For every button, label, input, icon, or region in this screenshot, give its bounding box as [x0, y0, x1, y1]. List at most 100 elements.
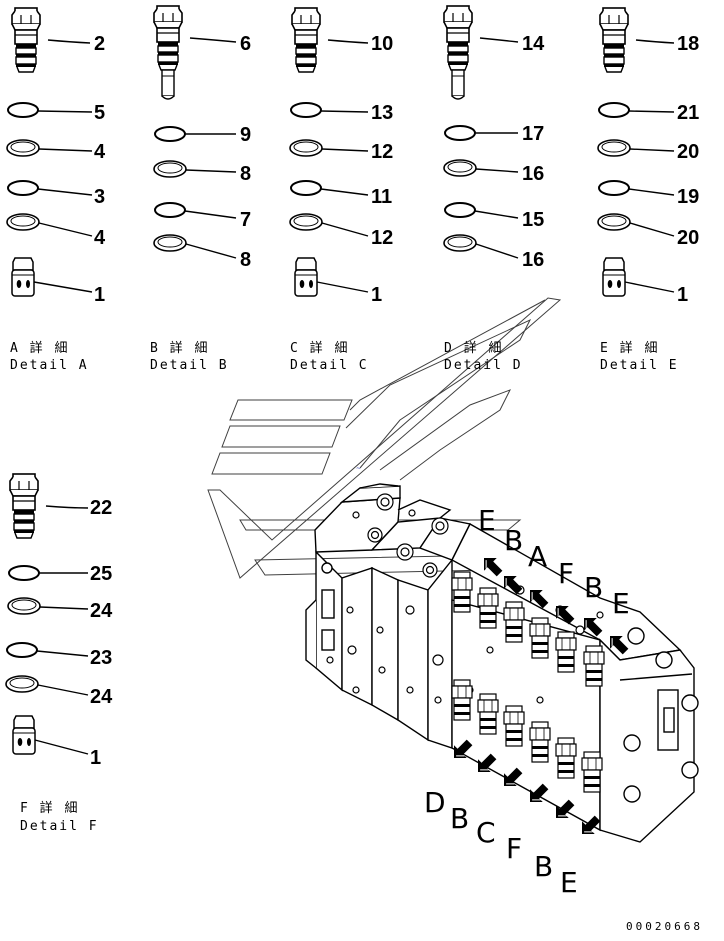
part-number: 6	[240, 33, 251, 55]
part-number: 21	[677, 102, 699, 124]
control-valve-assembly-icon	[305, 483, 699, 843]
part-number: 2	[94, 33, 105, 55]
part-number: 11	[371, 186, 392, 208]
top-arrow-labels: E B A F B E	[478, 504, 630, 620]
part-number: 1	[677, 284, 688, 306]
part-number: 15	[522, 209, 544, 231]
sleeve-1-icon	[12, 715, 36, 755]
backup-ring-20-icon	[597, 213, 631, 231]
part-number: 24	[90, 686, 113, 708]
o-ring-11-icon	[290, 180, 322, 196]
detail-caption-en: Detail F	[20, 819, 99, 834]
o-ring-9-icon	[154, 126, 186, 142]
bottom-arrow-labels: D B C F B E	[424, 786, 578, 899]
part-number: 5	[94, 102, 105, 124]
part-number: 13	[371, 102, 393, 124]
part-number: 16	[522, 249, 544, 271]
valve-cartridge-22-icon	[9, 473, 39, 539]
arrow-label: F	[558, 557, 574, 590]
part-number: 9	[240, 124, 251, 146]
valve-cartridge-10-icon	[291, 7, 321, 73]
part-number: 8	[240, 163, 251, 185]
o-ring-13-icon	[290, 102, 322, 118]
arrow-label: B	[534, 850, 553, 883]
part-number: 25	[90, 563, 112, 585]
o-ring-19-icon	[598, 180, 630, 196]
detail-caption-en: Detail E	[600, 358, 679, 373]
part-number: 24	[90, 600, 113, 622]
detail-c: 10 13 12 11 12 1 C 詳 細 Detail C	[289, 7, 393, 373]
part-number: 1	[90, 747, 101, 769]
detail-caption-jp: C 詳 細	[290, 340, 349, 356]
detail-caption-jp: B 詳 細	[150, 340, 209, 356]
detail-f: 22 25 24 23 24 1 F 詳 細 Detail F	[5, 473, 113, 834]
detail-a: 2 5 4 3 4 1 A 詳 細 Detail A	[6, 7, 106, 373]
sleeve-1-icon	[11, 257, 35, 297]
sleeve-1-icon	[602, 257, 626, 297]
backup-ring-16-icon	[443, 159, 477, 177]
detail-caption-en: Detail B	[150, 358, 229, 373]
part-number: 23	[90, 647, 112, 669]
part-number: 4	[94, 227, 106, 249]
valve-cartridge-2-icon	[11, 7, 41, 73]
backup-ring-16-icon	[443, 234, 477, 252]
arrow-label: B	[584, 571, 603, 604]
detail-caption-en: Detail D	[444, 358, 523, 373]
o-ring-7-icon	[154, 202, 186, 218]
backup-ring-20-icon	[597, 139, 631, 157]
detail-caption-en: Detail C	[290, 358, 369, 373]
backup-ring-24-icon	[7, 597, 41, 615]
detail-d: 14 17 16 15 16 D 詳 細 Detail D	[443, 6, 545, 373]
backup-ring-8-icon	[153, 160, 187, 178]
part-number: 14	[522, 33, 545, 55]
part-number: 16	[522, 163, 544, 185]
o-ring-15-icon	[444, 202, 476, 218]
backup-ring-24-icon	[5, 675, 39, 693]
o-ring-17-icon	[444, 125, 476, 141]
o-ring-23-icon	[6, 642, 38, 658]
part-number: 12	[371, 141, 393, 163]
detail-caption-en: Detail A	[10, 358, 89, 373]
arrow-label: E	[478, 504, 496, 537]
arrow-label: F	[506, 832, 522, 865]
part-number: 10	[371, 33, 393, 55]
valve-cartridge-6-icon	[154, 6, 182, 99]
detail-caption-jp: F 詳 細	[20, 800, 79, 816]
part-number: 7	[240, 209, 251, 231]
backup-ring-12-icon	[289, 139, 323, 157]
watermark-logo-icon	[207, 297, 562, 579]
backup-ring-4-icon	[6, 213, 40, 231]
detail-caption-jp: E 詳 細	[600, 340, 659, 356]
detail-b: 6 9 8 7 8 B 詳 細 Detail B	[150, 6, 251, 373]
part-number: 22	[90, 497, 112, 519]
port-holes	[326, 493, 604, 717]
detail-caption-jp: A 詳 細	[10, 340, 69, 356]
tiny-blue-mark: ~	[356, 465, 361, 472]
valve-cartridge-18-icon	[599, 7, 629, 73]
valve-cartridge-14-icon	[444, 6, 472, 99]
o-ring-21-icon	[598, 102, 630, 118]
arrow-label: C	[476, 816, 496, 849]
part-number: 3	[94, 186, 105, 208]
o-ring-5-icon	[7, 102, 39, 118]
sleeve-1-icon	[294, 257, 318, 297]
part-number: 12	[371, 227, 393, 249]
part-number: 17	[522, 123, 544, 145]
part-number: 18	[677, 33, 699, 55]
part-number: 1	[94, 284, 105, 306]
arrow-label: D	[424, 786, 446, 819]
arrow-label: B	[450, 802, 469, 835]
detail-e: 18 21 20 19 20 1 E 詳 細 Detail E	[597, 7, 699, 373]
detail-caption-jp: D 詳 細	[444, 340, 503, 356]
backup-ring-12-icon	[289, 213, 323, 231]
o-ring-3-icon	[7, 180, 39, 196]
drawing-code: 00020668	[626, 920, 703, 933]
arrow-label: E	[612, 587, 630, 620]
backup-ring-4-icon	[6, 139, 40, 157]
part-number: 20	[677, 227, 699, 249]
part-number: 4	[94, 141, 106, 163]
part-number: 19	[677, 186, 699, 208]
o-ring-25-icon	[8, 565, 40, 581]
